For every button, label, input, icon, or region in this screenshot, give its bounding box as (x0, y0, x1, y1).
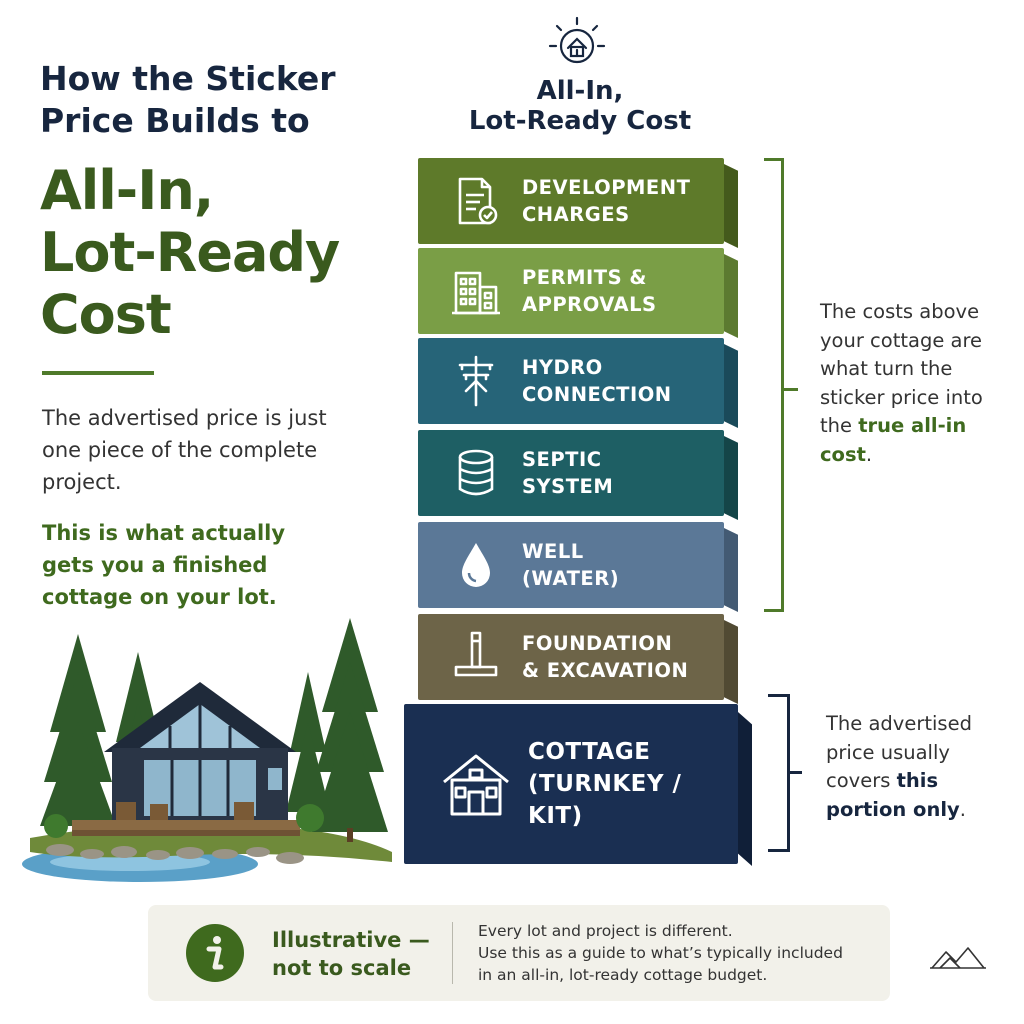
info-icon (186, 924, 244, 982)
upper-note: The costs above your cottage are what tu… (820, 298, 1010, 469)
mountain-logo-icon (930, 947, 986, 969)
block-label-line: HYDRO (522, 356, 603, 379)
title-intro-line: Price Builds to (40, 101, 310, 140)
cost-block-septic: SEPTIC SYSTEM (418, 430, 738, 520)
footer-text-line: Every lot and project is different. (478, 922, 733, 940)
upper-bracket-tick (784, 388, 798, 391)
cost-block-foundation: FOUNDATION & EXCAVATION (418, 614, 738, 704)
document-check-icon (458, 177, 498, 225)
septic-tank-icon (458, 449, 494, 496)
cost-block-development-charges: DEVELOPMENT CHARGES (418, 158, 738, 248)
cost-block-cottage: COTTAGE (TURNKEY / KIT) (404, 704, 752, 866)
block-label: COTTAGE (TURNKEY / KIT) (528, 736, 738, 832)
block-label: DEVELOPMENT CHARGES (522, 174, 690, 228)
footer-text-line: in an all-in, lot-ready cottage budget. (478, 966, 768, 984)
block-label-line: FOUNDATION (522, 632, 673, 655)
footer-title: Illustrative — not to scale (272, 926, 432, 982)
block-label: HYDRO CONNECTION (522, 354, 672, 408)
cottage-illustration (22, 618, 392, 882)
block-side (738, 712, 752, 866)
block-label-line: WELL (522, 540, 584, 563)
block-label: PERMITS & APPROVALS (522, 264, 657, 318)
block-label: FOUNDATION & EXCAVATION (522, 630, 688, 684)
lower-note-text: The advertised price usually covers (826, 712, 972, 792)
block-face (418, 338, 724, 424)
house-sun-icon (548, 16, 606, 64)
block-side (724, 436, 738, 520)
lower-bracket (768, 694, 790, 852)
block-face (418, 614, 724, 700)
upper-bracket (764, 158, 784, 612)
footer-title-line: Illustrative — (272, 928, 430, 952)
stack-heading-line: Lot-Ready Cost (468, 106, 692, 136)
block-side (724, 528, 738, 612)
cost-block-well: WELL (WATER) (418, 522, 738, 612)
footer-divider (452, 922, 453, 984)
block-label: SEPTIC SYSTEM (522, 446, 613, 500)
upper-note-highlight: true all-in cost (820, 414, 967, 466)
stack-heading: All-In, Lot-Ready Cost (440, 76, 720, 136)
page-title: All-In, Lot-Ready Cost (40, 160, 380, 346)
block-side (724, 620, 738, 704)
lower-note-suffix: . (959, 797, 966, 821)
page-title-line: All-In, (40, 159, 214, 222)
emphasis-text: This is what actually gets you a finishe… (42, 521, 286, 609)
block-label-line: (WATER) (522, 567, 620, 590)
block-side (724, 254, 738, 338)
block-label-line: SYSTEM (522, 475, 614, 498)
footer-panel (148, 905, 890, 1001)
footer-text-line: Use this as a guide to what’s typically … (478, 944, 843, 962)
utility-pole-icon (458, 355, 494, 407)
house-icon (443, 754, 509, 816)
lower-note: The advertised price usually covers this… (826, 710, 1016, 824)
lower-bracket-tick (790, 771, 802, 774)
block-label-line: COTTAGE (528, 739, 651, 765)
intro-text: The advertised price is just one piece o… (42, 406, 327, 494)
title-divider (42, 371, 154, 375)
cost-block-hydro: HYDRO CONNECTION (418, 338, 738, 428)
lower-note-highlight: this portion only (826, 769, 960, 821)
building-icon (452, 271, 500, 315)
page-title-line: Cost (40, 283, 172, 346)
block-label-line: (TURNKEY / KIT) (528, 771, 682, 829)
footer-text: Every lot and project is different. Use … (478, 920, 878, 986)
water-drop-icon (462, 543, 490, 587)
cost-block-permits: PERMITS & APPROVALS (418, 248, 738, 338)
upper-note-suffix: . (865, 442, 873, 466)
block-label-line: & EXCAVATION (522, 659, 689, 682)
block-label-line: CONNECTION (522, 383, 672, 406)
block-label-line: DEVELOPMENT (522, 176, 691, 199)
block-side (724, 164, 738, 248)
title-intro-line: How the Sticker (40, 59, 336, 98)
block-label-line: APPROVALS (522, 293, 657, 316)
footer-title-line: not to scale (272, 956, 412, 980)
block-label-line: PERMITS & (522, 266, 647, 289)
block-label: WELL (WATER) (522, 538, 619, 592)
stack-heading-line: All-In, (536, 76, 624, 106)
upper-note-text: The costs above your cottage are what tu… (820, 300, 983, 437)
block-face (404, 704, 738, 864)
block-label-line: SEPTIC (522, 448, 602, 471)
block-side (724, 344, 738, 428)
block-label-line: CHARGES (522, 203, 630, 226)
page-title-line: Lot-Ready (40, 221, 340, 284)
foundation-icon (454, 631, 498, 677)
title-intro: How the Sticker Price Builds to (40, 58, 370, 142)
